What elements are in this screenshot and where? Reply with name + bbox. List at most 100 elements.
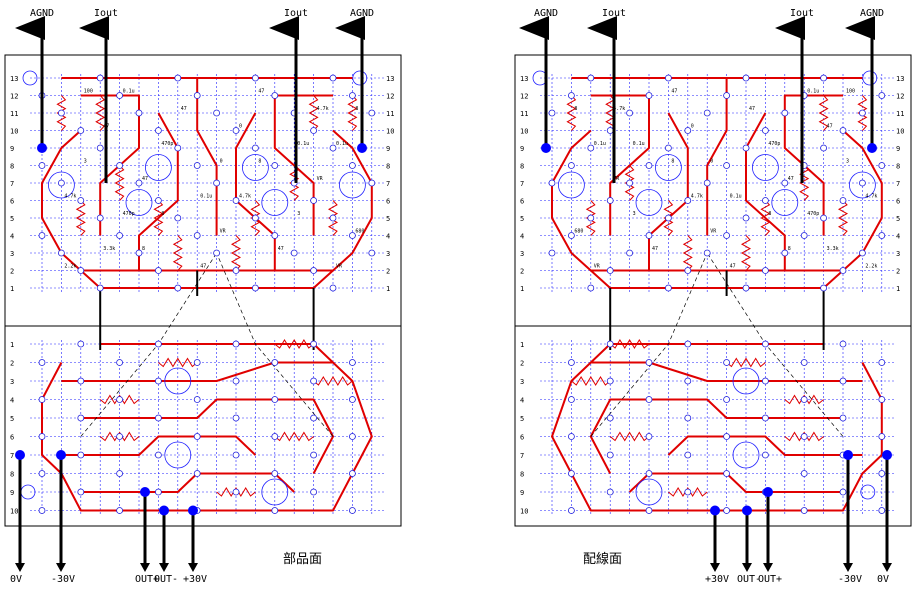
pad <box>606 377 614 385</box>
pad <box>645 232 653 239</box>
pad <box>116 396 123 403</box>
row-number: 5 <box>520 215 524 223</box>
resistor <box>99 394 140 405</box>
dashed-link <box>590 252 708 437</box>
row-number: 10 <box>10 128 18 136</box>
resistor <box>230 235 242 271</box>
pad <box>96 284 104 292</box>
row-number: 1 <box>386 285 390 293</box>
pad <box>568 162 575 169</box>
pad <box>213 179 221 187</box>
transistor-outline <box>635 189 663 216</box>
row-number: 12 <box>10 93 18 101</box>
trace <box>61 361 333 382</box>
component-value: 8 <box>671 159 674 165</box>
row-number: 2 <box>896 268 900 276</box>
pad <box>310 267 318 274</box>
row-number: 5 <box>10 415 14 423</box>
pad <box>271 162 279 169</box>
pad <box>684 414 692 422</box>
pad <box>193 396 201 403</box>
row-number: 5 <box>386 215 390 223</box>
pad <box>290 249 298 257</box>
row-number: 1 <box>896 285 900 293</box>
component-value: 470p <box>768 141 780 147</box>
resistor <box>56 95 67 131</box>
pad <box>820 144 827 152</box>
mounting-hole <box>22 70 38 86</box>
terminal-pad <box>763 487 773 497</box>
row-number: 11 <box>10 110 18 118</box>
pad <box>723 359 730 366</box>
component-value: 3 <box>846 159 849 165</box>
terminal-label: -30V <box>51 574 75 585</box>
trace <box>745 112 786 271</box>
resistor <box>327 200 339 236</box>
pad <box>684 267 692 274</box>
trace <box>589 398 843 474</box>
terminal-pad <box>843 450 853 460</box>
pad <box>174 284 182 292</box>
pad <box>645 507 653 514</box>
pad <box>800 232 808 239</box>
pad <box>839 340 847 348</box>
pad <box>232 340 240 348</box>
component-value: VR <box>594 264 601 270</box>
pad <box>684 488 692 496</box>
pad <box>762 340 769 348</box>
pad <box>135 179 143 187</box>
row-number: 3 <box>520 378 524 386</box>
pad <box>38 359 46 366</box>
pad <box>251 284 259 292</box>
resistor <box>663 200 674 236</box>
resistor <box>799 165 810 201</box>
pad <box>665 144 672 152</box>
component-value: 3 <box>297 211 300 217</box>
row-number: 7 <box>10 452 14 460</box>
component-value: 4.7k <box>613 106 625 112</box>
pad <box>271 359 279 366</box>
resistor <box>740 235 752 271</box>
pad <box>781 179 789 187</box>
transistor-outline <box>241 154 269 181</box>
component-value: 0.1u <box>336 141 348 147</box>
pad <box>232 197 240 204</box>
pad <box>174 214 182 222</box>
pad <box>762 451 769 459</box>
row-number: 11 <box>896 110 904 118</box>
transistor-outline <box>125 189 153 216</box>
resistor <box>114 165 125 201</box>
resistor <box>308 95 319 131</box>
trace <box>61 435 257 456</box>
resistor <box>313 376 353 386</box>
pad <box>116 232 123 239</box>
component-value: 8 <box>258 159 261 165</box>
row-number: 5 <box>10 215 14 223</box>
component-value: 0 <box>220 159 223 165</box>
pad <box>859 179 866 187</box>
resistor <box>216 487 256 497</box>
transistor-outline <box>849 171 876 199</box>
pad <box>232 488 240 496</box>
transistor-outline <box>635 478 663 506</box>
pad <box>723 433 730 440</box>
pad <box>645 162 653 169</box>
component-value: 0 <box>239 124 242 130</box>
row-number: 12 <box>896 93 904 101</box>
component-value: VR <box>220 229 227 235</box>
row-number: 8 <box>10 471 14 479</box>
row-number: 4 <box>520 233 524 241</box>
pad <box>548 249 556 257</box>
row-number: 2 <box>10 360 14 368</box>
pad <box>154 488 162 496</box>
pad <box>329 284 337 292</box>
terminal-pad <box>742 505 752 516</box>
pad <box>348 433 356 440</box>
pad <box>251 74 259 82</box>
pad <box>800 470 808 477</box>
pad <box>781 109 789 117</box>
transistor-outline <box>732 441 760 469</box>
lower-board-outline <box>514 325 912 527</box>
row-number: 4 <box>10 233 14 241</box>
